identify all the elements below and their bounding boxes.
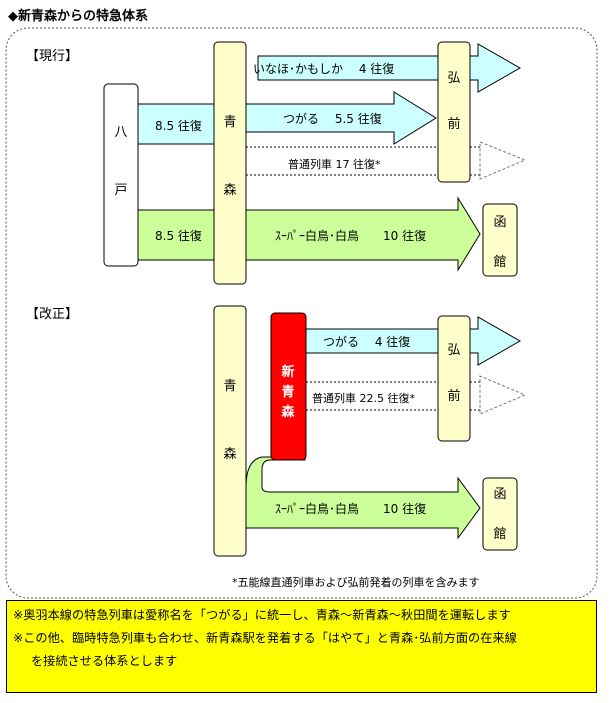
station-shin-aomori-char: 青 [281,384,294,400]
arrow-super-hakucho-current [245,196,481,272]
notes-box: ※奥羽本線の特急列車は愛称名を「つがる」に統一し、青森～新青森～秋田間を運転しま… [6,600,597,693]
local-arrowhead-revised [479,375,527,415]
station-aomori-current-char: 森 [223,183,236,198]
station-shin-aomori-char: 新 [281,364,294,380]
station-shin-aomori-char: 森 [281,404,295,420]
station-hakodate-current-char: 館 [493,255,506,270]
station-hakodate-current-char: 函 [493,215,506,230]
station-hirosaki-current-char: 弘 [447,71,460,86]
station-aomori-revised-char: 青 [223,379,236,394]
station-aomori-current-char: 青 [223,115,236,130]
station-hirosaki-current-char: 前 [447,116,460,132]
local-arrowhead-current [479,141,527,180]
station-hirosaki-revised-char: 弘 [447,343,460,358]
station-aomori-revised-char: 森 [223,447,236,462]
station-hakodate-revised [482,477,518,551]
bar-hachinohe-aomori-top [137,103,219,145]
note-line-1: ※奥羽本線の特急列車は愛称名を「つがる」に統一し、青森～新青森～秋田間を運転しま… [13,608,511,622]
station-aomori-revised [213,305,247,557]
label-hachinohe-aomori-top: 8.5 往復 [155,118,202,133]
station-aomori-current [213,41,247,285]
label-local-revised: 普通列車 22.5 往復* [312,391,415,405]
arrow-super-hakucho-revised [245,456,481,540]
current-section-label: 【現行】 [26,49,78,64]
label-super-hakucho-current: ｽｰﾊﾟｰ白鳥･白鳥 10 往復 [275,228,426,243]
note-line-3: を接続させる体系とします [31,654,178,668]
station-hachinohe-char: 八 [114,125,127,140]
revised-section-label: 【改正】 [26,307,78,322]
station-hakodate-current [482,203,518,277]
label-hachinohe-aomori-bottom: 8.5 往復 [155,228,202,243]
label-tsugaru-current: つがる 5.5 往復 [283,111,382,126]
arrow-tsugaru-current [245,91,437,145]
footnote: *五能線直通列車および弘前発着の列車を含みます [232,575,480,589]
note-line-2: ※この他、臨時特急列車も合わせ、新青森駅を発着する「はやて」と青森･弘前方面の在… [13,631,517,645]
station-hakodate-revised-char: 館 [493,527,506,542]
bar-hachinohe-aomori-bottom [137,209,219,261]
label-inaho-kamoshika: いなほ･かもしか 4 往復 [253,61,394,76]
label-local-current: 普通列車 17 往復* [288,157,381,171]
station-hakodate-revised-char: 函 [493,487,506,502]
label-tsugaru-revised: つがる 4 往復 [323,334,410,349]
station-shin-aomori [270,312,307,461]
station-hirosaki-revised [437,315,471,442]
station-hachinohe-char: 戸 [114,183,127,198]
diagram-title: ◆新青森からの特急体系 [8,8,148,24]
diagram-frame [5,27,598,599]
station-hirosaki-revised-char: 前 [447,388,460,404]
station-hachinohe [103,83,139,267]
station-hirosaki-current [437,41,471,183]
label-super-hakucho-revised: ｽｰﾊﾟｰ白鳥･白鳥 10 往復 [275,501,426,516]
